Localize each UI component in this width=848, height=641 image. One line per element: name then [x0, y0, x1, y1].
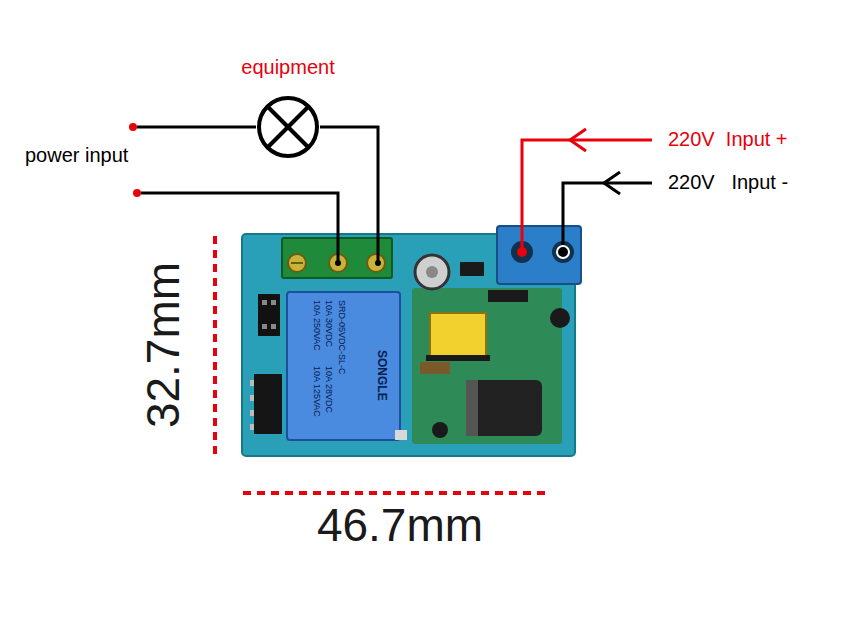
- transformer-base: [426, 355, 490, 361]
- wire-end: [375, 260, 381, 266]
- relay-rating: 10A 250VAC: [312, 300, 322, 351]
- smd-part: [395, 430, 407, 440]
- wire: [141, 193, 338, 262]
- pin: [271, 300, 276, 305]
- node-heading: equipment: [233, 56, 343, 79]
- input-label: 220V Input -: [668, 171, 788, 194]
- chip-pin: [250, 395, 254, 401]
- relay-rating: 10A 30VDC: [324, 300, 334, 347]
- arrow-head: [604, 172, 620, 194]
- smd-part: [460, 262, 484, 276]
- relay-model: SRD-05VDC-SL-C: [337, 300, 347, 375]
- wire-end: [517, 247, 527, 257]
- screw: [367, 254, 385, 272]
- equipment-lamp: equipment: [233, 56, 343, 159]
- lamp-symbol: [256, 95, 320, 159]
- resistor: [420, 362, 450, 374]
- lamp-cross: [268, 107, 308, 147]
- screw-slot: [291, 262, 303, 264]
- smd-part: [488, 290, 528, 302]
- transformer: [430, 313, 486, 357]
- arrow-head: [570, 129, 586, 151]
- terminal-dot: [129, 123, 137, 131]
- wire: [137, 126, 256, 129]
- pin: [271, 324, 276, 329]
- dimension-label: 32.7mm: [137, 262, 190, 428]
- relay-rating: 10A 125VAC: [312, 366, 322, 417]
- ic-chip: [254, 374, 282, 434]
- dimension-label: 46.7mm: [317, 499, 483, 552]
- header-pins: [258, 294, 280, 336]
- pin: [262, 300, 267, 305]
- lamp-circle: [259, 98, 317, 156]
- neutral-wire: [563, 183, 652, 250]
- screw: [288, 254, 306, 272]
- wire-end: [557, 246, 569, 258]
- chip-pin: [250, 424, 254, 430]
- input-label: 220V Input +: [668, 128, 788, 151]
- capacitor-stripe: [466, 380, 478, 436]
- electrolytic-capacitor: [466, 380, 542, 436]
- chip-pin: [250, 410, 254, 416]
- chip-pin: [250, 380, 254, 386]
- pin: [262, 324, 267, 329]
- relay-body: [287, 292, 400, 440]
- capacitor: [550, 308, 570, 328]
- input-terminal: [497, 226, 581, 284]
- capacitor: [415, 255, 449, 289]
- smd-part: [432, 422, 448, 438]
- terminal-dot: [133, 189, 141, 197]
- relay-rating: 10A 28VDC: [324, 366, 334, 413]
- lamp-cross: [268, 107, 308, 147]
- wire-label: power input: [25, 144, 128, 167]
- capacitor-top: [426, 266, 438, 278]
- wire-end: [335, 260, 341, 266]
- live-wire: [522, 140, 652, 250]
- power-module: [412, 288, 562, 444]
- dimension-line: [213, 236, 217, 456]
- dimension-line: [243, 491, 545, 495]
- relay-brand: SONGLE: [374, 350, 388, 401]
